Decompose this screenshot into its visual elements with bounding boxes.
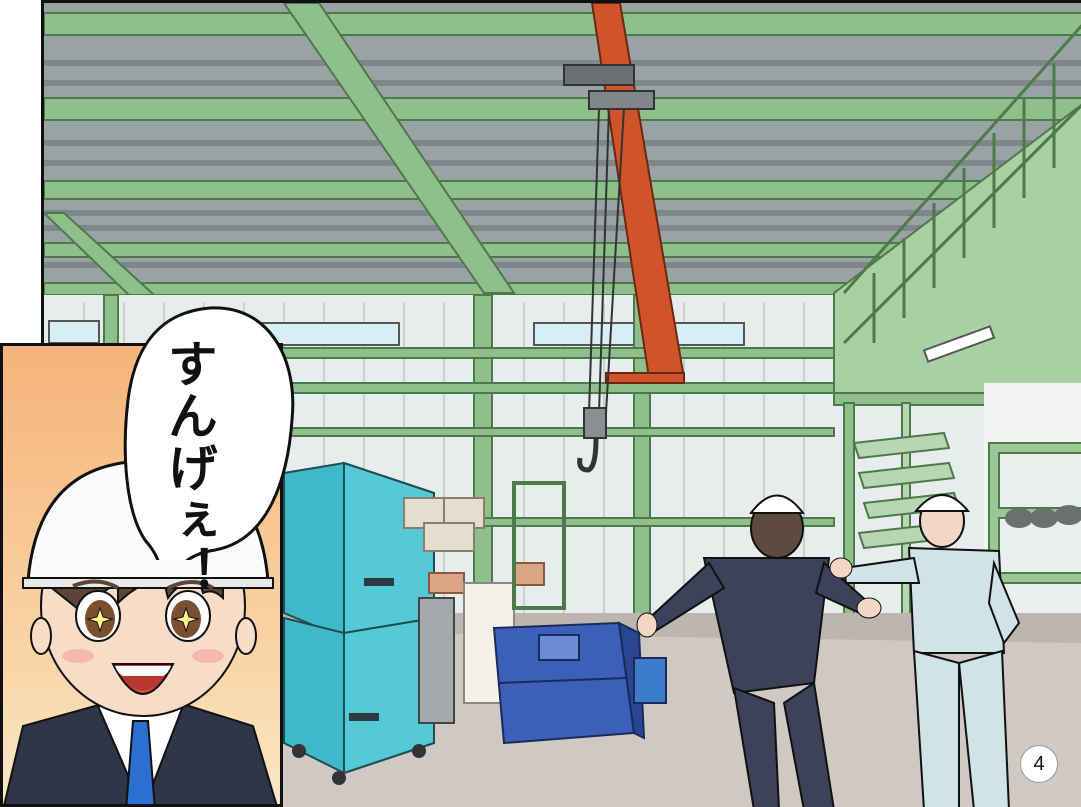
factory-worker [829, 494, 1021, 807]
blue-machine [492, 621, 646, 745]
necktie [125, 720, 156, 804]
man-in-suit [636, 494, 882, 807]
page-number: 4 [1020, 745, 1058, 783]
overhead-crane [563, 3, 686, 473]
sparkle-eye-left [86, 606, 114, 633]
ceiling-light [922, 325, 996, 363]
blue-cabinets [283, 461, 435, 785]
railing [842, 24, 1081, 345]
stacked-boxes [403, 497, 485, 552]
speech-bubble-text: すんげぇ！ [160, 338, 218, 598]
drawer-unit [418, 597, 455, 724]
tool-rack [512, 481, 566, 610]
speech-bubble [123, 306, 295, 560]
sparkle-eye-right [172, 606, 200, 633]
ceiling-beams [44, 3, 1081, 296]
